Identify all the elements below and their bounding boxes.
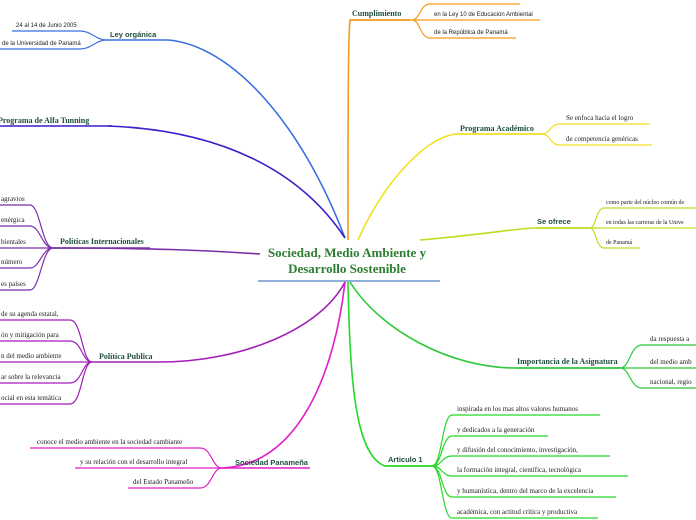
connector-ofrece <box>419 227 590 241</box>
central-title-line1[interactable]: Sociedad, Medio Ambiente y <box>268 245 427 260</box>
articulo-child-connector-3 <box>431 455 610 467</box>
importancia-child-3[interactable]: nacional, regio <box>650 378 692 386</box>
panamena-child-connector-1 <box>30 447 223 469</box>
branch-label-publica[interactable]: Política Publica <box>99 352 153 361</box>
publica-child-connector-2 <box>0 340 93 363</box>
branch-label-articulo[interactable]: Articulo 1 <box>388 455 423 464</box>
connector-cumplimiento <box>347 19 410 241</box>
importancia-child-2[interactable]: del medio amb <box>650 358 692 366</box>
branch-label-importancia[interactable]: Importancia de la Asignatura <box>517 357 618 366</box>
panamena-child-3[interactable]: del Estado Panameño <box>133 478 194 486</box>
publica-child-connector-1 <box>0 319 93 363</box>
ley-child-connector-1 <box>12 30 108 41</box>
importancia-child-connector-3 <box>619 367 696 389</box>
connector-academico <box>357 133 542 241</box>
connector-panamena <box>221 281 346 469</box>
cumplimiento-child-connector-2 <box>411 19 516 39</box>
central-title-line2[interactable]: Desarrollo Sostenible <box>288 261 406 276</box>
publica-child-3[interactable]: n del medio ambiente <box>1 352 61 360</box>
cumplimiento-child-1[interactable]: en la Ley 10 de Educación Ambiental <box>434 12 533 18</box>
connector-importancia <box>349 281 620 369</box>
ley-child-2[interactable]: de la Universidad de Panamá <box>2 41 81 47</box>
articulo-child-5[interactable]: y humanística, dentro del marco de la ex… <box>457 487 594 495</box>
cumplimiento-child-2[interactable]: de la República de Panamá <box>434 30 508 36</box>
branch-label-politicas[interactable]: Políticas Internacionales <box>60 237 144 246</box>
panamena-child-1[interactable]: conoce el medio ambiente en la sociedad … <box>37 438 182 446</box>
politicas-child-connector-1 <box>0 204 54 249</box>
ley-child-connector-2 <box>0 39 108 50</box>
publica-child-1[interactable]: de su agenda estatal, <box>1 310 59 318</box>
politicas-child-connector-5 <box>0 247 54 291</box>
politicas-child-2[interactable]: enérgica <box>1 216 25 224</box>
connector-articulo <box>347 281 432 467</box>
politicas-child-5[interactable]: es países <box>1 280 26 288</box>
articulo-child-connector-6 <box>431 465 598 519</box>
branch-label-academico[interactable]: Programa Académico <box>460 124 534 133</box>
publica-child-4[interactable]: ar sobre la relevancia <box>1 373 62 381</box>
branch-label-panamena[interactable]: Sociedad Panameña <box>235 458 309 467</box>
academico-child-connector-2 <box>541 133 652 146</box>
politicas-child-1[interactable]: agravios <box>1 195 25 203</box>
publica-child-2[interactable]: ón y mitigación para <box>1 331 60 339</box>
ofrece-child-connector-3 <box>589 227 640 249</box>
panamena-child-2[interactable]: y su relación con el desarrollo integral <box>80 458 187 466</box>
articulo-child-connector-1 <box>431 414 600 467</box>
politicas-child-3[interactable]: bientales <box>1 238 26 246</box>
ofrece-child-connector-1 <box>589 207 696 229</box>
publica-child-connector-5 <box>0 361 93 405</box>
articulo-child-3[interactable]: y difusión del conocimiento, investigaci… <box>457 446 578 454</box>
academico-child-2[interactable]: de competencia genéricas <box>566 135 638 143</box>
panamena-child-connector-3 <box>128 467 223 489</box>
articulo-child-6[interactable]: académica, con actitud crítica y product… <box>457 508 578 516</box>
articulo-child-2[interactable]: y dedicados a la generación <box>457 426 535 434</box>
branch-label-cumplimiento[interactable]: Cumplimiento <box>352 9 401 18</box>
branch-label-alfa[interactable]: Programa de Alfa Tunning <box>0 116 89 125</box>
academico-child-connector-1 <box>541 123 650 135</box>
academico-child-1[interactable]: Se enfoca hacia el logro <box>566 114 634 122</box>
ofrece-child-1[interactable]: como parte del núcleo común de <box>606 200 684 206</box>
politicas-child-connector-2 <box>0 225 54 249</box>
ley-child-1[interactable]: 24 al 14 de Junio 2005 <box>16 23 77 29</box>
branch-label-ofrece[interactable]: Se ofrece <box>537 217 571 226</box>
articulo-child-1[interactable]: inspirada en los mas altos valores human… <box>457 405 578 413</box>
connector-publica <box>159 281 346 363</box>
connector-alfa <box>107 125 346 239</box>
politicas-child-4[interactable]: número <box>1 258 23 266</box>
ofrece-child-2[interactable]: en todas las carreras de la Unive <box>606 220 684 226</box>
branch-label-ley[interactable]: Ley orgánica <box>110 30 157 39</box>
ofrece-child-3[interactable]: de Panamá <box>606 240 632 246</box>
articulo-child-connector-2 <box>431 435 548 467</box>
connector-politicas <box>52 247 261 255</box>
importancia-child-1[interactable]: da respuesta a <box>650 335 690 343</box>
connector-ley <box>167 39 346 239</box>
articulo-child-4[interactable]: la formación integral, científica, tecno… <box>457 466 582 474</box>
importancia-child-connector-1 <box>619 344 696 369</box>
publica-child-5[interactable]: ocial en esta temática <box>1 394 62 402</box>
